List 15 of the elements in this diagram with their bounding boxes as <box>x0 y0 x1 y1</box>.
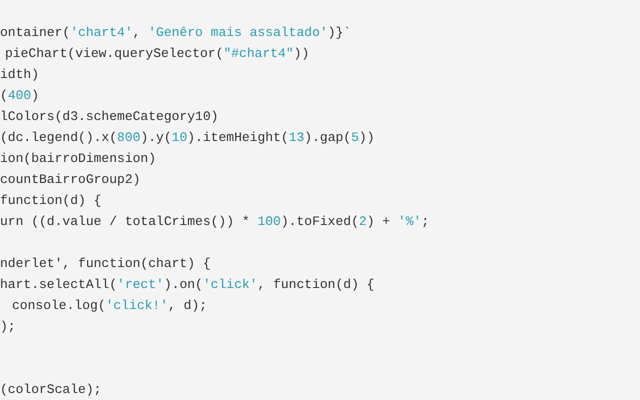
code-line: countBairroGroup2) <box>0 171 140 189</box>
code-line: urn ((d.value / totalCrimes()) * 100).toFixed(2) + '%'; <box>0 213 430 231</box>
code-line: lColors(d3.schemeCategory10) <box>0 108 218 126</box>
code-line: ); <box>0 318 16 336</box>
code-line: hart.selectAll('rect').on('click', function(d) { <box>0 276 374 294</box>
code-line: pieChart(view.querySelector("#chart4")) <box>5 45 310 63</box>
code-line: nderlet', function(chart) { <box>0 255 211 273</box>
code-line: (400) <box>0 87 40 105</box>
code-line: function(d) { <box>0 192 102 210</box>
code-line: console.log('click!', d); <box>12 297 208 315</box>
code-line: (colorScale); <box>0 381 102 399</box>
code-line: (dc.legend().x(800).y(10).itemHeight(13).gap(5)) <box>0 129 375 147</box>
code-line: idth) <box>0 66 40 84</box>
code-line: ontainer('chart4', 'Genêro mais assaltado')}` <box>0 24 352 42</box>
code-line: ion(bairroDimension) <box>0 150 156 168</box>
